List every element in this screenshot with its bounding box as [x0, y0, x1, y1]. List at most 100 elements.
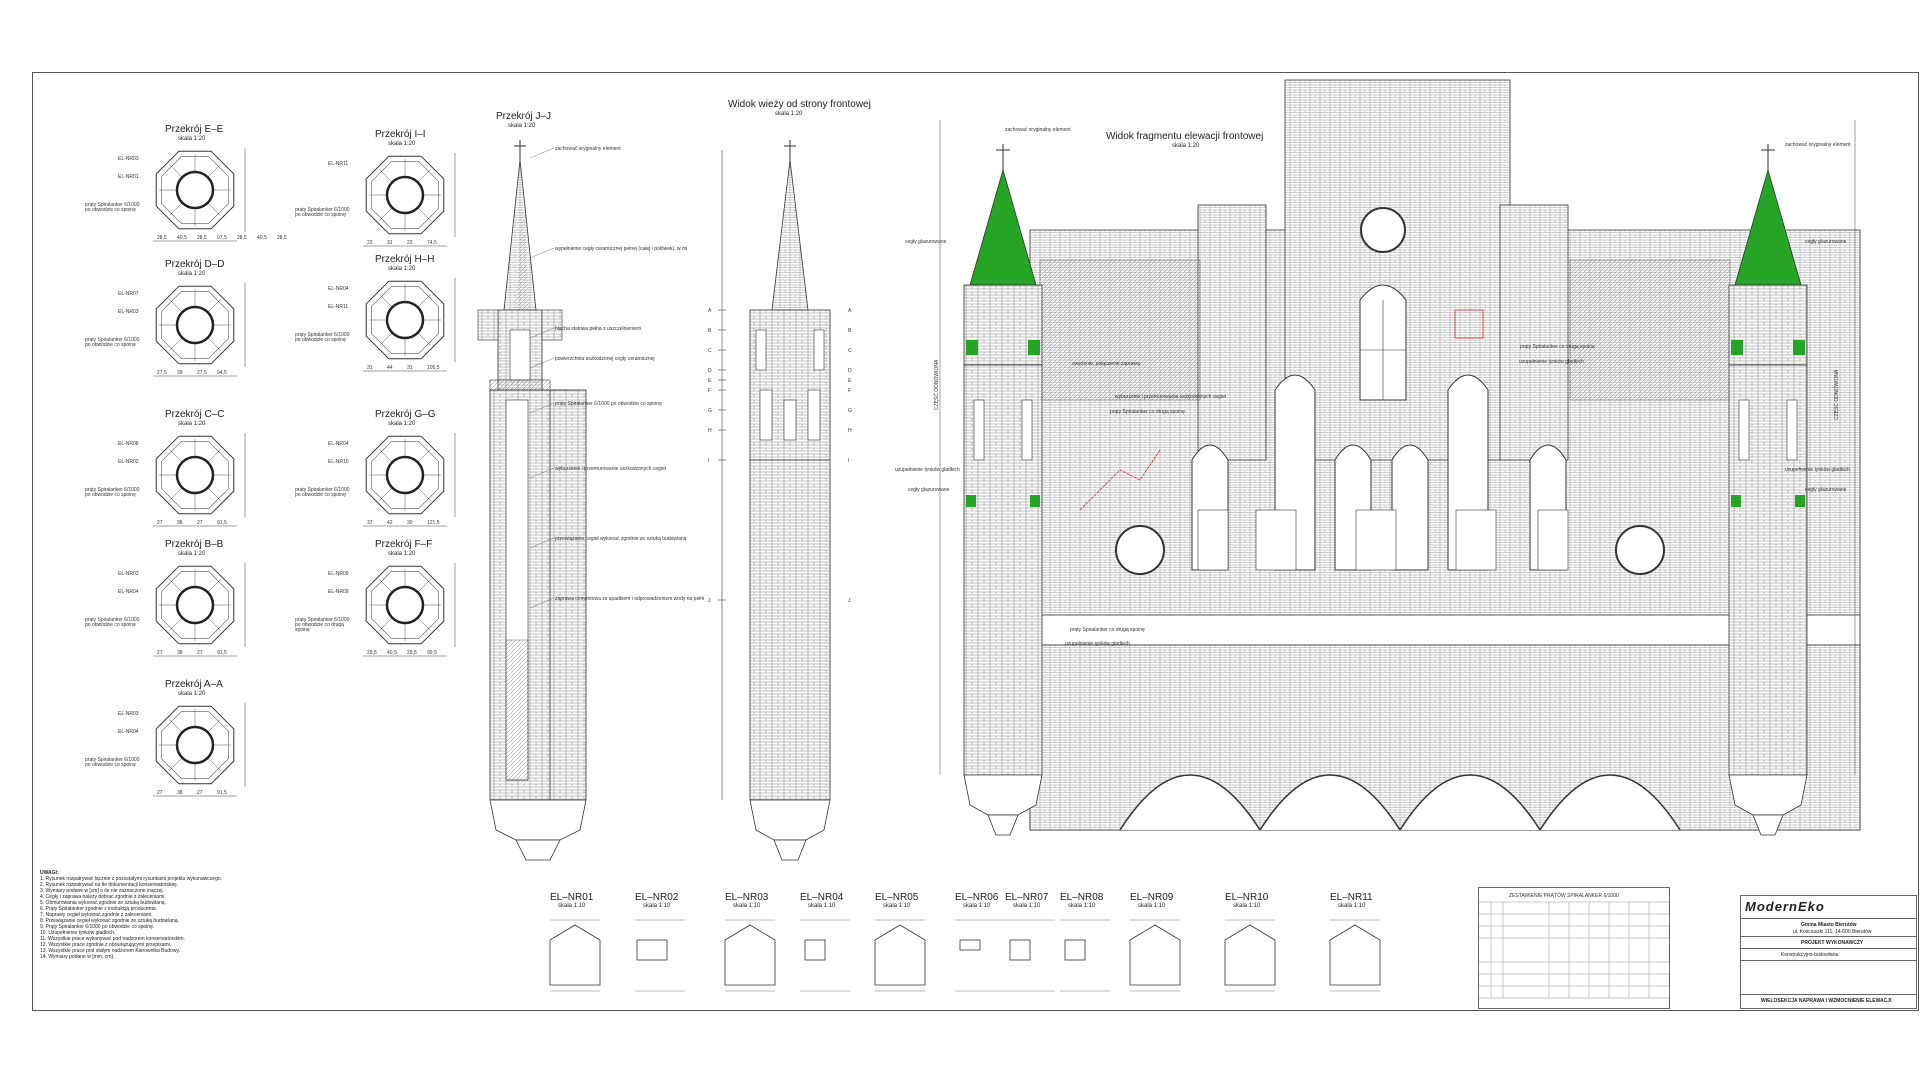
element-title: EL–NR11	[1330, 892, 1373, 903]
element-tag: EL-NR02	[118, 459, 139, 465]
element-title: EL–NR08	[1060, 892, 1104, 903]
dimension-label: 97,5	[217, 235, 227, 241]
dimension-label: 31	[367, 365, 373, 371]
level-marker: A	[848, 308, 852, 314]
elevation-note-right: cegły glazurowane	[1805, 487, 1847, 493]
element-tag: EL-NR04	[328, 441, 349, 447]
level-marker: J	[708, 598, 711, 604]
section-jj-note: zachować oryginalny element	[555, 146, 621, 152]
level-marker: D	[848, 368, 852, 374]
section-scale: skala 1:20	[388, 141, 416, 147]
element-title: EL–NR10	[1225, 892, 1269, 903]
elevation-scale: skala 1:20	[1172, 143, 1200, 149]
level-marker: B	[708, 328, 712, 334]
elevation-note-left: cegły glazurowane	[908, 487, 950, 493]
dimension-label: 38	[177, 790, 183, 796]
element-profile	[1129, 919, 1181, 992]
element-scale: skala 1:10	[883, 903, 911, 909]
element-tag: EL-NR09	[328, 571, 349, 577]
dimension-label: 121,5	[427, 520, 440, 526]
element-tag: EL-NR03	[118, 309, 139, 315]
drawing-sheet-border	[32, 72, 1919, 1011]
side-label-left: CZĘŚĆ ODNOWIONA	[934, 359, 940, 410]
note-item: 3. Wymiary podane w [cm] o ile nie zazna…	[40, 888, 164, 894]
section-scale: skala 1:20	[178, 551, 206, 557]
dimension-label: 29,5	[407, 650, 417, 656]
section-title: Przekrój A–A	[165, 679, 223, 690]
note-item: 5. Obmurowania wykonać zgodnie ze sztuką…	[40, 900, 166, 906]
section-jj-note: wyburzenie i przemurowanie uszkodzonych …	[555, 466, 667, 472]
section-scale: skala 1:20	[388, 551, 416, 557]
rebar-note: prąty Spiralanker 6/1000 po obwodzie co …	[85, 487, 140, 498]
section-jj-note: blacha stalowa pełna z uszczelnieniem	[555, 326, 641, 332]
element-scale: skala 1:10	[963, 903, 991, 909]
dimension-label: 28,5	[197, 235, 207, 241]
section-jj-note: prąty Spiralanker 6/1000 po obwodzie co …	[555, 401, 662, 407]
client-name: Gmina Miasto Bierutów	[1801, 922, 1857, 928]
level-marker: H	[848, 428, 852, 434]
element-scale: skala 1:10	[1068, 903, 1096, 909]
dimension-label: 27	[157, 650, 163, 656]
dimension-label: 99,5	[427, 650, 437, 656]
rebar-note: prąty Spiralanker 6/1000 po obwodzie co …	[85, 617, 140, 628]
dimension-label: 44	[387, 365, 393, 371]
tower-front-scale: skala 1:20	[775, 111, 803, 117]
element-title: EL–NR09	[1130, 892, 1174, 903]
elevation-note-center: prąty Spiralanker co drugą spoinę	[1110, 409, 1185, 415]
elevation-note-right: zachować oryginalny element	[1785, 142, 1851, 148]
level-marker: C	[848, 348, 852, 354]
dimension-label: 31	[407, 365, 413, 371]
elevation-note-left: zachować oryginalny element	[1005, 127, 1071, 133]
tower-front-title: Widok wieży od strony frontowej	[728, 99, 871, 110]
section-scale: skala 1:20	[178, 421, 206, 427]
level-marker: A	[708, 308, 712, 314]
element-tag: EL-NR03	[118, 571, 139, 577]
dimension-label: 38	[177, 520, 183, 526]
branch: Konstrukcyjno-budowlana	[1781, 952, 1839, 958]
level-marker: J	[848, 598, 851, 604]
rebar-note: prąty Spiralanker 6/1000 po obwodzie co …	[295, 487, 350, 498]
dimension-label: 42	[387, 520, 393, 526]
rebar-note: prąty Spiralanker 6/1000 po obwodzie co …	[85, 337, 140, 348]
note-item: 9. Prąty Spiralanker 6/1000 po obwodzie …	[40, 924, 155, 930]
element-profile	[1329, 919, 1381, 992]
section-jj-scale: skala 1:20	[508, 123, 536, 129]
element-scale: skala 1:10	[558, 903, 586, 909]
level-marker: G	[708, 408, 712, 414]
element-scale: skala 1:10	[808, 903, 836, 909]
level-marker: E	[708, 378, 712, 384]
rebar-note: prąty Spiralanker 6/1000 po obwodzie co …	[85, 202, 140, 213]
element-tag: EL-NR11	[328, 304, 349, 310]
section-title: Przekrój D–D	[165, 259, 225, 270]
element-title: EL–NR07	[1005, 892, 1049, 903]
section-scale: skala 1:20	[178, 691, 206, 697]
element-profile	[1224, 919, 1276, 992]
section-title: Przekrój G–G	[375, 409, 436, 420]
dimension-label: 94,5	[217, 370, 227, 376]
rebar-note: prąty Spiralanker 6/1000 po obwodzie co …	[85, 757, 140, 768]
elevation-drawing	[939, 79, 1861, 836]
element-profile	[724, 919, 776, 992]
note-item: 10. Uzupełnienie tynków gładkich.	[40, 930, 116, 936]
note-item: 13. Wszystkie prace pod stałym nadzorem …	[40, 948, 180, 954]
section-scale: skala 1:20	[388, 421, 416, 427]
element-profile	[955, 919, 1005, 992]
section-jj-note: powierzchnia uszkodzonej cegły ceramiczn…	[555, 356, 655, 362]
section-jj-title: Przekrój J–J	[496, 111, 552, 122]
dimension-label: 91,5	[217, 790, 227, 796]
element-tag: EL-NR10	[328, 459, 349, 465]
side-label-right: CZĘŚĆ ODNOWIONA	[1834, 369, 1840, 420]
note-item: 4. Cegły i zaprawa należy dobrać zgodnie…	[40, 894, 166, 900]
dimension-label: 22	[407, 240, 413, 246]
dimension-label: 28,5	[157, 235, 167, 241]
section-title: Przekrój C–C	[165, 409, 225, 420]
elevation-note-center: uzupełnienie tynków gładkich	[1519, 359, 1584, 365]
elevation-note-center: wyburzenie i przemurowanie uszkodzonych …	[1115, 394, 1226, 400]
level-marker: H	[708, 428, 712, 434]
element-title: EL–NR06	[955, 892, 999, 903]
